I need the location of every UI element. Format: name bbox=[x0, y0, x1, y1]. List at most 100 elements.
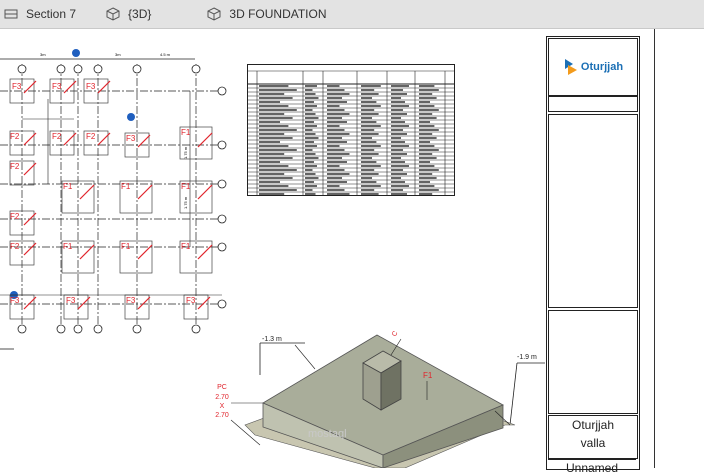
schedule-cell bbox=[361, 181, 377, 183]
schedule-cell bbox=[259, 157, 293, 159]
footing-size-x: X bbox=[220, 403, 225, 410]
schedule-cell bbox=[391, 113, 407, 115]
foundation-plan[interactable]: 3m 3m 4.5 m 1.75 m 1.75 m bbox=[0, 29, 240, 359]
footing-tag: F2 bbox=[10, 212, 20, 221]
schedule-cell bbox=[361, 97, 372, 99]
schedule-cell bbox=[259, 149, 297, 151]
svg-text:3m: 3m bbox=[40, 52, 46, 57]
footing-tag: F3 bbox=[186, 296, 196, 305]
schedule-cell bbox=[391, 141, 405, 143]
schedule-cell bbox=[327, 89, 345, 91]
schedule-cell bbox=[391, 181, 405, 183]
footing-schedule-table[interactable] bbox=[247, 64, 455, 196]
schedule-cell bbox=[327, 149, 345, 151]
schedule-cell bbox=[361, 89, 375, 91]
3d-view-icon bbox=[207, 7, 221, 21]
footing-size-value: 2.70 bbox=[215, 412, 229, 419]
footing-size-value: 2.70 bbox=[215, 394, 229, 401]
schedule-cell bbox=[259, 117, 293, 119]
schedule-cell bbox=[259, 133, 285, 135]
schedule-cell bbox=[391, 133, 407, 135]
schedule-cell bbox=[361, 193, 379, 195]
schedule-cell bbox=[327, 161, 347, 163]
schedule-cell bbox=[391, 89, 403, 91]
schedule-cell bbox=[259, 93, 285, 95]
schedule-cell bbox=[419, 121, 430, 123]
schedule-cell bbox=[259, 85, 289, 87]
schedule-cell bbox=[361, 189, 375, 191]
schedule-cell bbox=[391, 193, 407, 195]
schedule-cell bbox=[259, 101, 280, 103]
schedule-cell bbox=[305, 141, 314, 143]
schedule-cell bbox=[391, 189, 403, 191]
tab-3d-foundation[interactable]: 3D FOUNDATION bbox=[203, 0, 338, 28]
schedule-cell bbox=[419, 185, 435, 187]
schedule-cell bbox=[327, 169, 345, 171]
schedule-cell bbox=[361, 121, 377, 123]
schedule-cell bbox=[327, 109, 345, 111]
svg-text:1.75 m: 1.75 m bbox=[183, 146, 188, 159]
schedule-cell bbox=[419, 133, 433, 135]
schedule-cell bbox=[391, 121, 405, 123]
schedule-cell bbox=[327, 173, 350, 175]
view-tab-bar: Section 7 {3D} 3D FOUNDATION bbox=[0, 0, 704, 29]
schedule-cell bbox=[259, 177, 293, 179]
schedule-cell bbox=[327, 133, 350, 135]
schedule-cell bbox=[305, 105, 317, 107]
schedule-cell bbox=[419, 181, 430, 183]
schedule-cell bbox=[419, 105, 435, 107]
schedule-cell bbox=[259, 105, 289, 107]
schedule-cell bbox=[259, 185, 289, 187]
schedule-cell bbox=[305, 185, 317, 187]
schedule-cell bbox=[327, 117, 342, 119]
schedule-cell bbox=[391, 153, 407, 155]
schedule-cell bbox=[361, 149, 375, 151]
schedule-cell bbox=[327, 181, 347, 183]
title-block-project-cell: Oturjjah valla bbox=[548, 415, 638, 459]
schedule-cell bbox=[361, 169, 375, 171]
tab-section-7[interactable]: Section 7 bbox=[0, 0, 88, 28]
schedule-cell bbox=[259, 161, 280, 163]
schedule-cell bbox=[305, 169, 313, 171]
schedule-cell bbox=[305, 149, 313, 151]
watermark: mostaql bbox=[308, 428, 347, 440]
footing-tag: F1 bbox=[121, 182, 131, 191]
schedule-cell bbox=[305, 137, 319, 139]
schedule-cell bbox=[419, 193, 433, 195]
schedule-cell bbox=[391, 157, 401, 159]
schedule-cell bbox=[419, 129, 439, 131]
schedule-cell bbox=[327, 185, 340, 187]
schedule-cell bbox=[259, 193, 285, 195]
footing-tag: F2 bbox=[10, 132, 20, 141]
schedule-cell bbox=[391, 161, 405, 163]
schedule-cell bbox=[391, 145, 409, 147]
schedule-cell bbox=[361, 129, 375, 131]
schedule-cell bbox=[391, 173, 407, 175]
schedule-cell bbox=[361, 177, 372, 179]
footing-tag: F3 bbox=[66, 296, 76, 305]
footing-tag: F2 bbox=[52, 132, 62, 141]
schedule-cell bbox=[305, 193, 316, 195]
footing-tag: F3 bbox=[126, 296, 136, 305]
schedule-cell bbox=[361, 185, 381, 187]
sheet-border bbox=[654, 29, 655, 468]
schedule-cell bbox=[419, 165, 435, 167]
schedule-cell bbox=[419, 137, 437, 139]
schedule-cell bbox=[419, 169, 439, 171]
svg-text:1.75 m: 1.75 m bbox=[183, 196, 188, 209]
schedule-cell bbox=[305, 129, 313, 131]
schedule-cell bbox=[419, 97, 437, 99]
schedule-cell bbox=[391, 117, 401, 119]
tab-label: 3D FOUNDATION bbox=[229, 7, 327, 21]
footing-tag: F3 bbox=[12, 82, 22, 91]
schedule-cell bbox=[391, 137, 401, 139]
schedule-cell bbox=[305, 177, 319, 179]
schedule-cell bbox=[327, 113, 350, 115]
schedule-cell bbox=[391, 85, 409, 87]
footing-tag: F2 bbox=[10, 242, 20, 251]
tab-label: Section 7 bbox=[26, 7, 77, 21]
tab-3d[interactable]: {3D} bbox=[102, 0, 163, 28]
footing-3d-detail[interactable]: -1.3 m -1.9 m PC 2.70 X 2.70 F1 C bbox=[205, 315, 545, 468]
schedule-cell bbox=[327, 129, 345, 131]
footing-tag: F3 bbox=[126, 134, 136, 143]
